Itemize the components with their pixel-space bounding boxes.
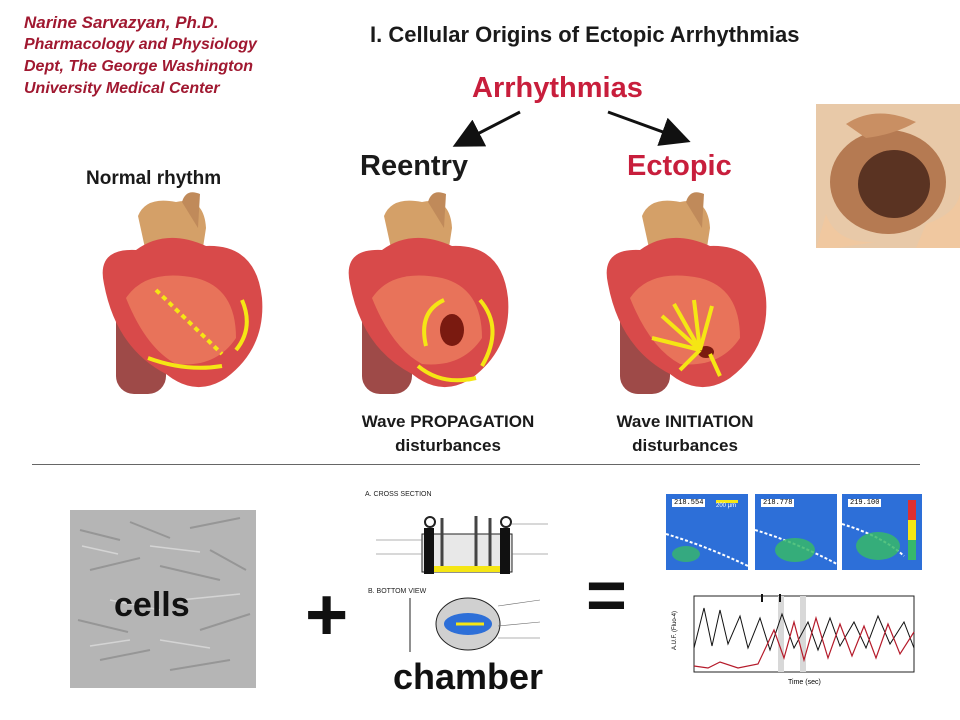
map-1-wave	[665, 533, 749, 567]
author-block: Narine Sarvazyan, Ph.D. Pharmacology and…	[24, 12, 257, 100]
fluorescence-map-2: 218.778	[754, 494, 838, 570]
timestamp-1: 218.554	[672, 499, 706, 507]
map-2-wave	[754, 529, 838, 565]
tree-right-label: Ectopic	[627, 150, 732, 182]
bottom-view-title: B. BOTTOM VIEW	[368, 588, 427, 595]
fluorescence-map-3: 219.100	[841, 494, 922, 570]
chamber-bottom-view	[409, 597, 541, 652]
cells-label: cells	[114, 586, 190, 624]
reentry-caption-line-2: disturbances	[395, 436, 501, 455]
tree-left-label: Reentry	[360, 150, 468, 182]
heart-specimen-drawing	[816, 104, 960, 248]
author-name: Narine Sarvazyan, Ph.D.	[24, 13, 219, 32]
fluorescence-map-1: 218.554	[665, 494, 749, 570]
map-3-wave	[841, 500, 916, 560]
ectopic-caption: Wave INITIATION disturbances	[590, 410, 780, 458]
chamber-label: chamber	[393, 656, 544, 697]
arrow-to-reentry	[452, 110, 521, 147]
cells-micrograph	[70, 510, 256, 688]
reentry-caption: Wave PROPAGATION disturbances	[330, 410, 566, 458]
trace-y-label: A.U.F. (Fluo-4)	[672, 611, 678, 650]
heart-reentry	[348, 192, 509, 394]
cells-texture	[70, 510, 256, 688]
heart-specimen-photo	[816, 104, 960, 248]
ectopic-caption-line-2: disturbances	[632, 436, 738, 455]
tree-root-label: Arrhythmias	[472, 72, 643, 104]
reentry-caption-line-1: Wave PROPAGATION	[361, 412, 535, 431]
heart-normal	[102, 192, 263, 394]
scale-bar-label: 200 µm	[716, 503, 737, 509]
heart-ectopic	[606, 192, 767, 394]
plus-sign: +	[305, 573, 349, 656]
author-affiliation-2: Dept, The George Washington	[24, 58, 254, 75]
trace-x-label: Time (sec)	[788, 679, 821, 686]
timestamp-3: 219.100	[848, 499, 882, 507]
normal-rhythm-label: Normal rhythm	[86, 168, 222, 189]
section-divider	[32, 464, 920, 465]
fluorescence-trace: A.U.F. (Fluo-4) Time (sec)	[672, 594, 915, 686]
author-affiliation-1: Pharmacology and Physiology	[24, 36, 257, 53]
tree-arrows	[452, 110, 691, 147]
chamber-cross-section	[376, 516, 548, 574]
scale-bar: 200 µm	[716, 500, 738, 510]
arrow-to-ectopic	[607, 110, 691, 146]
ectopic-caption-line-1: Wave INITIATION	[616, 412, 754, 431]
author-affiliation-3: University Medical Center	[24, 80, 220, 97]
cross-section-title: A. CROSS SECTION	[365, 491, 432, 498]
timestamp-2: 218.778	[761, 499, 795, 507]
equals-sign: =	[586, 556, 627, 634]
slide-title: I. Cellular Origins of Ectopic Arrhythmi…	[370, 22, 800, 47]
